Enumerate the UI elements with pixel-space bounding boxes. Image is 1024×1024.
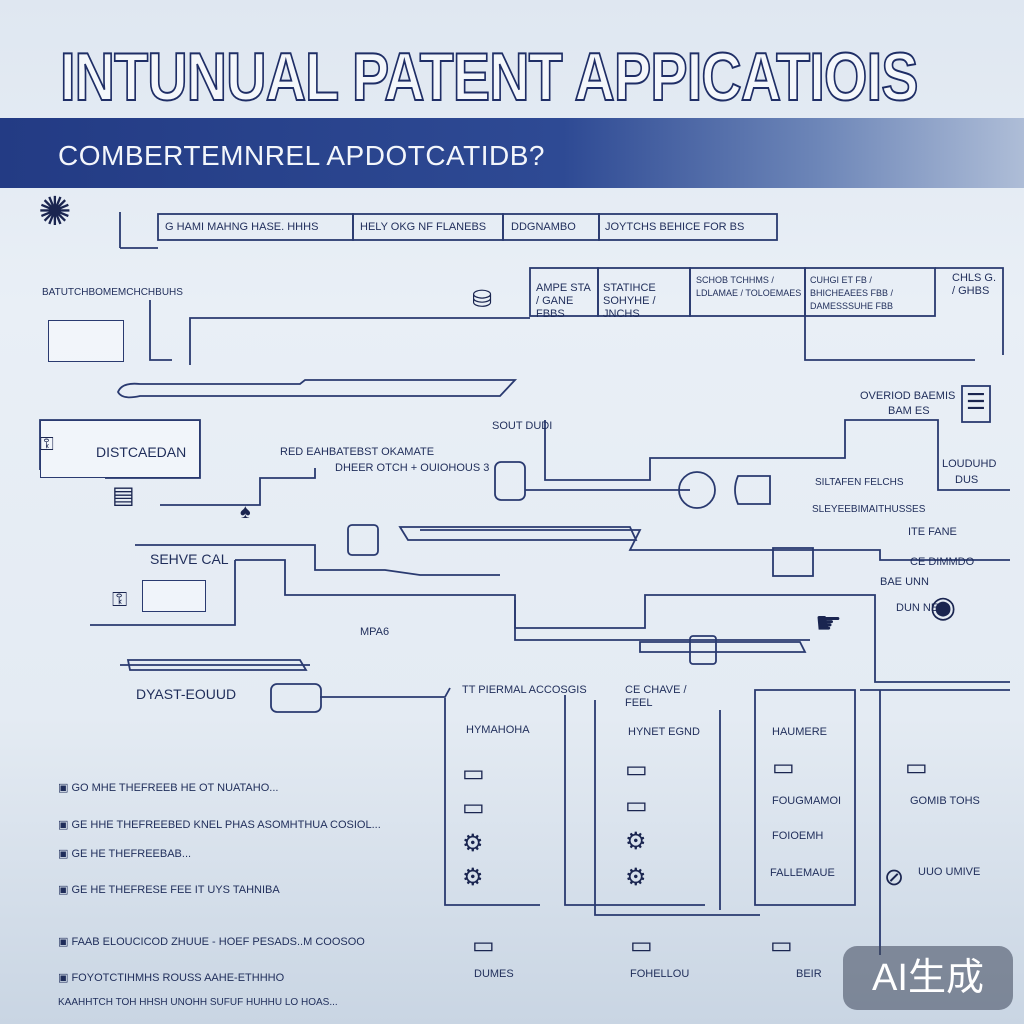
distcaedan-box bbox=[40, 420, 200, 478]
node-label: HYNET EGND bbox=[628, 726, 700, 738]
node-label: GOMIB TOHS bbox=[910, 795, 980, 807]
machine-icon: ▭ bbox=[462, 794, 485, 821]
node-label: MPA6 bbox=[360, 626, 390, 638]
machine-icon: ⚙ bbox=[462, 864, 484, 891]
bell-icon: ♠ bbox=[240, 501, 251, 523]
tool-icon: ▭ bbox=[472, 932, 495, 959]
device-icon: ⛁ bbox=[472, 286, 493, 313]
tool-icon: ▭ bbox=[772, 754, 795, 781]
node-label: FALLEMAUE bbox=[770, 867, 835, 879]
top-cell-label: DDGNAMBO bbox=[511, 221, 576, 233]
node-label: BAE UNN bbox=[880, 576, 929, 588]
page-title: INTUNUAL PATENT APPICATIOIS bbox=[59, 38, 919, 116]
tool-icon: ▭ bbox=[905, 754, 928, 781]
legend-item: ▣ GO MHE THEFREEB HE OT NUATAHO... bbox=[58, 782, 279, 794]
second-cell-label: CUHGI ET FB / BHICHEAEES FBB / DAMESSSUH… bbox=[810, 275, 894, 311]
file-list-icon: ☰ bbox=[966, 389, 986, 414]
node-label: UUO UMIVE bbox=[918, 866, 981, 878]
binoculars-icon: ◉ bbox=[930, 591, 957, 624]
top-cell-label: JOYTCHS BEHICE FOR BS bbox=[605, 221, 745, 233]
node-label: FOIOEMH bbox=[772, 830, 824, 842]
tool-icon: ⚙ bbox=[625, 828, 647, 855]
node-label: TT PIERMAL ACCOSGIS bbox=[462, 684, 587, 696]
node-label: FOUGMAMOI bbox=[772, 795, 842, 807]
node-label: DHEER OTCH + OUIOHOUS 3 bbox=[335, 462, 490, 474]
legend-item: ▣ GE HE THEFREEBAB... bbox=[58, 848, 192, 860]
tool-icon: ▭ bbox=[630, 932, 653, 959]
node-label: DYAST-EOUUD bbox=[136, 686, 237, 702]
node-label: SILTAFEN FELCHS bbox=[815, 477, 904, 488]
node-label: CE CHAVE / FEEL bbox=[625, 684, 687, 709]
legend-item: ▣ FAAB ELOUCICOD ZHUUE - HOEF PESADS..M … bbox=[58, 936, 365, 948]
second-cell-label: STATIHCE SOHYHE / JNCHS bbox=[603, 282, 656, 320]
tool-icon: ▭ bbox=[625, 792, 648, 819]
node-label: HYMAHOHA bbox=[466, 724, 530, 736]
node-label: DUN NES bbox=[896, 602, 946, 614]
lock-icon: ⚿ bbox=[40, 434, 54, 454]
second-cell-label: AMPE STA / GANE FBBS bbox=[536, 282, 591, 320]
node-label: ITE FANE bbox=[908, 526, 957, 538]
server-box bbox=[142, 580, 206, 612]
document-icon: ▤ bbox=[112, 482, 135, 509]
node-label: BAM ES bbox=[888, 405, 930, 417]
node-label: BEIR bbox=[796, 968, 822, 980]
node-label: FOHELLOU bbox=[630, 968, 690, 980]
node-label: OVERIOD BAEMIS bbox=[860, 390, 956, 402]
node-label: SLEYEEBIMAITHUSSES bbox=[812, 504, 926, 515]
legend-item: ▣ FOYOTCTIHMHS ROUSS AAHE-ETHHHO bbox=[58, 972, 285, 984]
node-label: HAUMERE bbox=[772, 726, 828, 738]
bug-icon: ✺ bbox=[38, 190, 72, 234]
page-subtitle: COMBERTEMNREL APDOTCATIDB? bbox=[58, 140, 546, 171]
tool-icon: ⚙ bbox=[625, 864, 647, 891]
tool-icon: ▭ bbox=[625, 756, 648, 783]
tool-icon: ▭ bbox=[770, 932, 793, 959]
globe-icon: ⊘ bbox=[884, 864, 905, 891]
node-label: SOUT DUDI bbox=[492, 420, 553, 432]
machine-icon: ⚙ bbox=[462, 830, 484, 857]
machine-icon: ▭ bbox=[462, 760, 485, 787]
node-label: LOUDUHD bbox=[942, 458, 997, 470]
node-label: BATUTCHBOMEMCHCHBUHS bbox=[42, 287, 183, 298]
second-cell-label: SCHOB TCHHMS / LDLAMAE / TOLOEMAES bbox=[696, 275, 802, 298]
legend-item: ▣ GE HE THEFRESE FEE IT UYS TAHNIBA bbox=[58, 884, 280, 896]
ai-generated-badge: AI生成 bbox=[843, 946, 1013, 1010]
top-cell-label: G HAMI MAHNG HASE. HHHS bbox=[165, 221, 319, 233]
hand-icon: ☛ bbox=[815, 607, 842, 640]
node-label: DUMES bbox=[474, 968, 514, 980]
doc-box bbox=[48, 320, 124, 362]
node-label: RED EAHBATEBST OKAMATE bbox=[280, 446, 435, 458]
top-cell-label: HELY OKG NF FLANEBS bbox=[360, 221, 487, 233]
legend-item: KAAHHTCH TOH HHSH UNOHH SUFUF HUHHU LO H… bbox=[58, 997, 338, 1008]
legend-item: ▣ GE HHE THEFREEBED KNEL PHAS ASOMHTHUA … bbox=[58, 819, 381, 831]
node-label: SEHVE CAL bbox=[150, 551, 229, 567]
node-label: DUS bbox=[955, 474, 979, 486]
header-band bbox=[0, 118, 1024, 188]
second-cell-label: CHLS G. / GHBS bbox=[952, 272, 997, 297]
lock-icon: ⚿ bbox=[112, 589, 128, 611]
node-label: DISTCAEDAN bbox=[96, 444, 187, 460]
node-label: CE DIMMDO bbox=[910, 556, 975, 568]
